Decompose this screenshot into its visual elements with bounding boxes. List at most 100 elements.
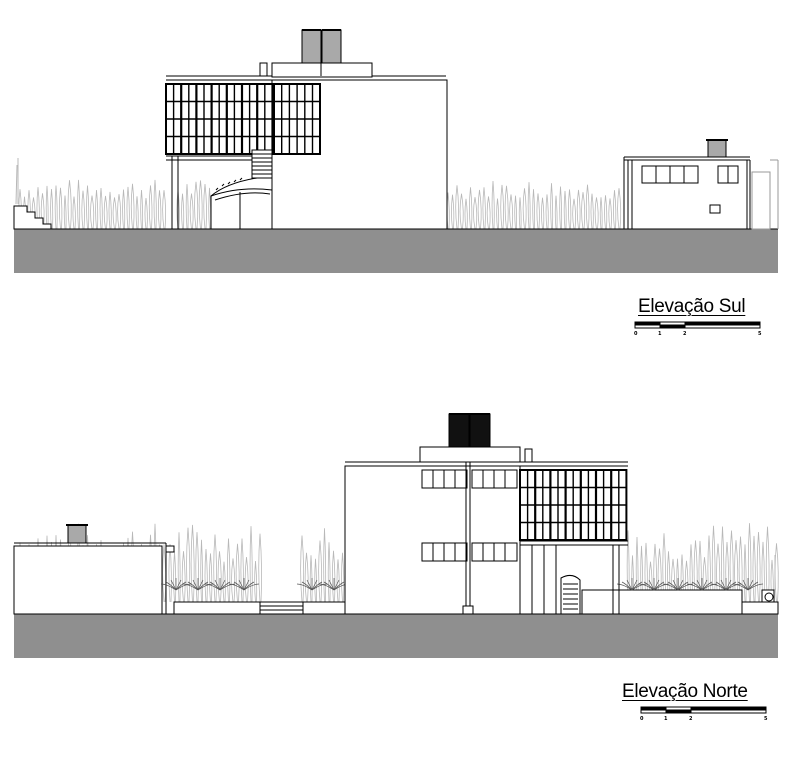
grass-blade bbox=[190, 524, 195, 603]
agave-leaf bbox=[197, 579, 204, 591]
grass-blade bbox=[559, 186, 563, 230]
agave-leaf bbox=[192, 579, 199, 591]
agave-leaf bbox=[296, 583, 313, 591]
grass-blade bbox=[45, 185, 49, 230]
grass-blade bbox=[227, 538, 231, 603]
grass-blade bbox=[103, 195, 108, 230]
agave-leaf bbox=[648, 579, 655, 591]
grass-blade bbox=[608, 198, 612, 230]
grass-blade bbox=[249, 526, 253, 603]
grass-blade bbox=[331, 550, 336, 603]
north-scale-tick-2: 2 bbox=[689, 716, 693, 722]
grass-blade bbox=[711, 525, 716, 603]
grass-blade bbox=[258, 533, 262, 603]
grass-blade bbox=[186, 527, 191, 603]
grass-blade bbox=[581, 192, 586, 230]
north-ground bbox=[14, 614, 778, 658]
grass-blade bbox=[522, 188, 527, 230]
grass-blade bbox=[203, 184, 207, 230]
south-scale-tick-1: 1 bbox=[658, 331, 662, 337]
grass-blade bbox=[327, 542, 331, 603]
grass-blade bbox=[157, 190, 162, 230]
agave-leaf bbox=[638, 583, 655, 591]
grass-blade bbox=[721, 526, 725, 603]
grass-blade bbox=[140, 189, 144, 230]
grass-blade bbox=[541, 197, 545, 230]
agave-leaf bbox=[616, 583, 633, 591]
grass-blade bbox=[217, 551, 222, 603]
agave-leaf bbox=[732, 583, 749, 591]
agave-leaf bbox=[631, 583, 648, 591]
agave-leaf bbox=[243, 583, 260, 591]
grass-blade bbox=[231, 558, 236, 603]
north-garden-wall bbox=[173, 589, 779, 615]
grass-blade bbox=[707, 535, 711, 603]
grass-blade bbox=[518, 197, 522, 230]
agave-leaf bbox=[228, 583, 245, 591]
north-glass-facade bbox=[519, 469, 628, 541]
grass-blade bbox=[594, 197, 599, 230]
agave-leaf bbox=[696, 579, 703, 591]
agave-leaf bbox=[701, 579, 708, 591]
north-scale-bar bbox=[640, 706, 767, 714]
agave-leaf bbox=[747, 583, 764, 591]
agave-leaf bbox=[672, 579, 679, 591]
grass-blade bbox=[135, 196, 139, 230]
grass-blade bbox=[536, 193, 540, 230]
agave-leaf bbox=[626, 579, 633, 591]
grass-blade bbox=[671, 558, 676, 603]
north-spiral-stair bbox=[560, 574, 581, 615]
north-scale-tick-1: 1 bbox=[664, 716, 668, 722]
grass-blade bbox=[117, 194, 122, 230]
south-ground bbox=[14, 229, 778, 273]
grass-blade bbox=[185, 184, 189, 230]
agave-leaf bbox=[737, 581, 749, 591]
agave-leaf bbox=[238, 579, 245, 591]
grass-blade bbox=[213, 534, 218, 603]
south-scale-tick-0: 0 bbox=[634, 331, 638, 337]
agave-leaf bbox=[170, 579, 177, 591]
grass-blade bbox=[613, 190, 617, 230]
grass-blade bbox=[477, 189, 482, 230]
grass-blade bbox=[244, 556, 249, 603]
agave-leaf bbox=[653, 579, 660, 591]
grass-blade bbox=[81, 190, 85, 230]
grass-blade bbox=[532, 189, 536, 230]
grass-blade bbox=[86, 185, 90, 230]
agave-leaf bbox=[677, 583, 694, 591]
grass-blade bbox=[500, 184, 504, 230]
agave-leaf bbox=[720, 579, 727, 591]
grass-blade bbox=[752, 535, 756, 603]
grass-blade bbox=[177, 532, 181, 603]
grass-blade bbox=[496, 198, 500, 230]
south-main-house bbox=[165, 29, 448, 230]
grass-blade bbox=[527, 182, 531, 230]
grass-blade bbox=[300, 535, 305, 603]
grass-blade bbox=[130, 183, 135, 230]
agave-leaf bbox=[175, 583, 192, 591]
grass-blade bbox=[464, 198, 468, 230]
grass-blade bbox=[181, 551, 186, 603]
grass-blade bbox=[323, 528, 327, 603]
agave-leaf bbox=[333, 579, 340, 591]
agave-leaf bbox=[323, 581, 335, 591]
grass-blade bbox=[341, 552, 345, 603]
agave-leaf bbox=[233, 581, 245, 591]
grass-blade bbox=[455, 185, 460, 230]
grass-blade bbox=[765, 526, 770, 603]
grass-blade bbox=[204, 549, 208, 603]
grass-blade bbox=[473, 197, 478, 230]
agave-leaf bbox=[653, 583, 670, 591]
north-main-house bbox=[344, 413, 628, 615]
grass-blade bbox=[304, 552, 309, 603]
grass-blade bbox=[173, 551, 177, 603]
grass-blade bbox=[195, 532, 199, 603]
agave-leaf bbox=[742, 579, 749, 591]
grass-blade bbox=[667, 551, 671, 603]
grass-blade bbox=[198, 180, 203, 230]
agave-leaf bbox=[311, 579, 318, 591]
grass-blade bbox=[336, 559, 340, 603]
agave-leaf bbox=[209, 581, 221, 591]
grass-blade bbox=[604, 195, 608, 230]
